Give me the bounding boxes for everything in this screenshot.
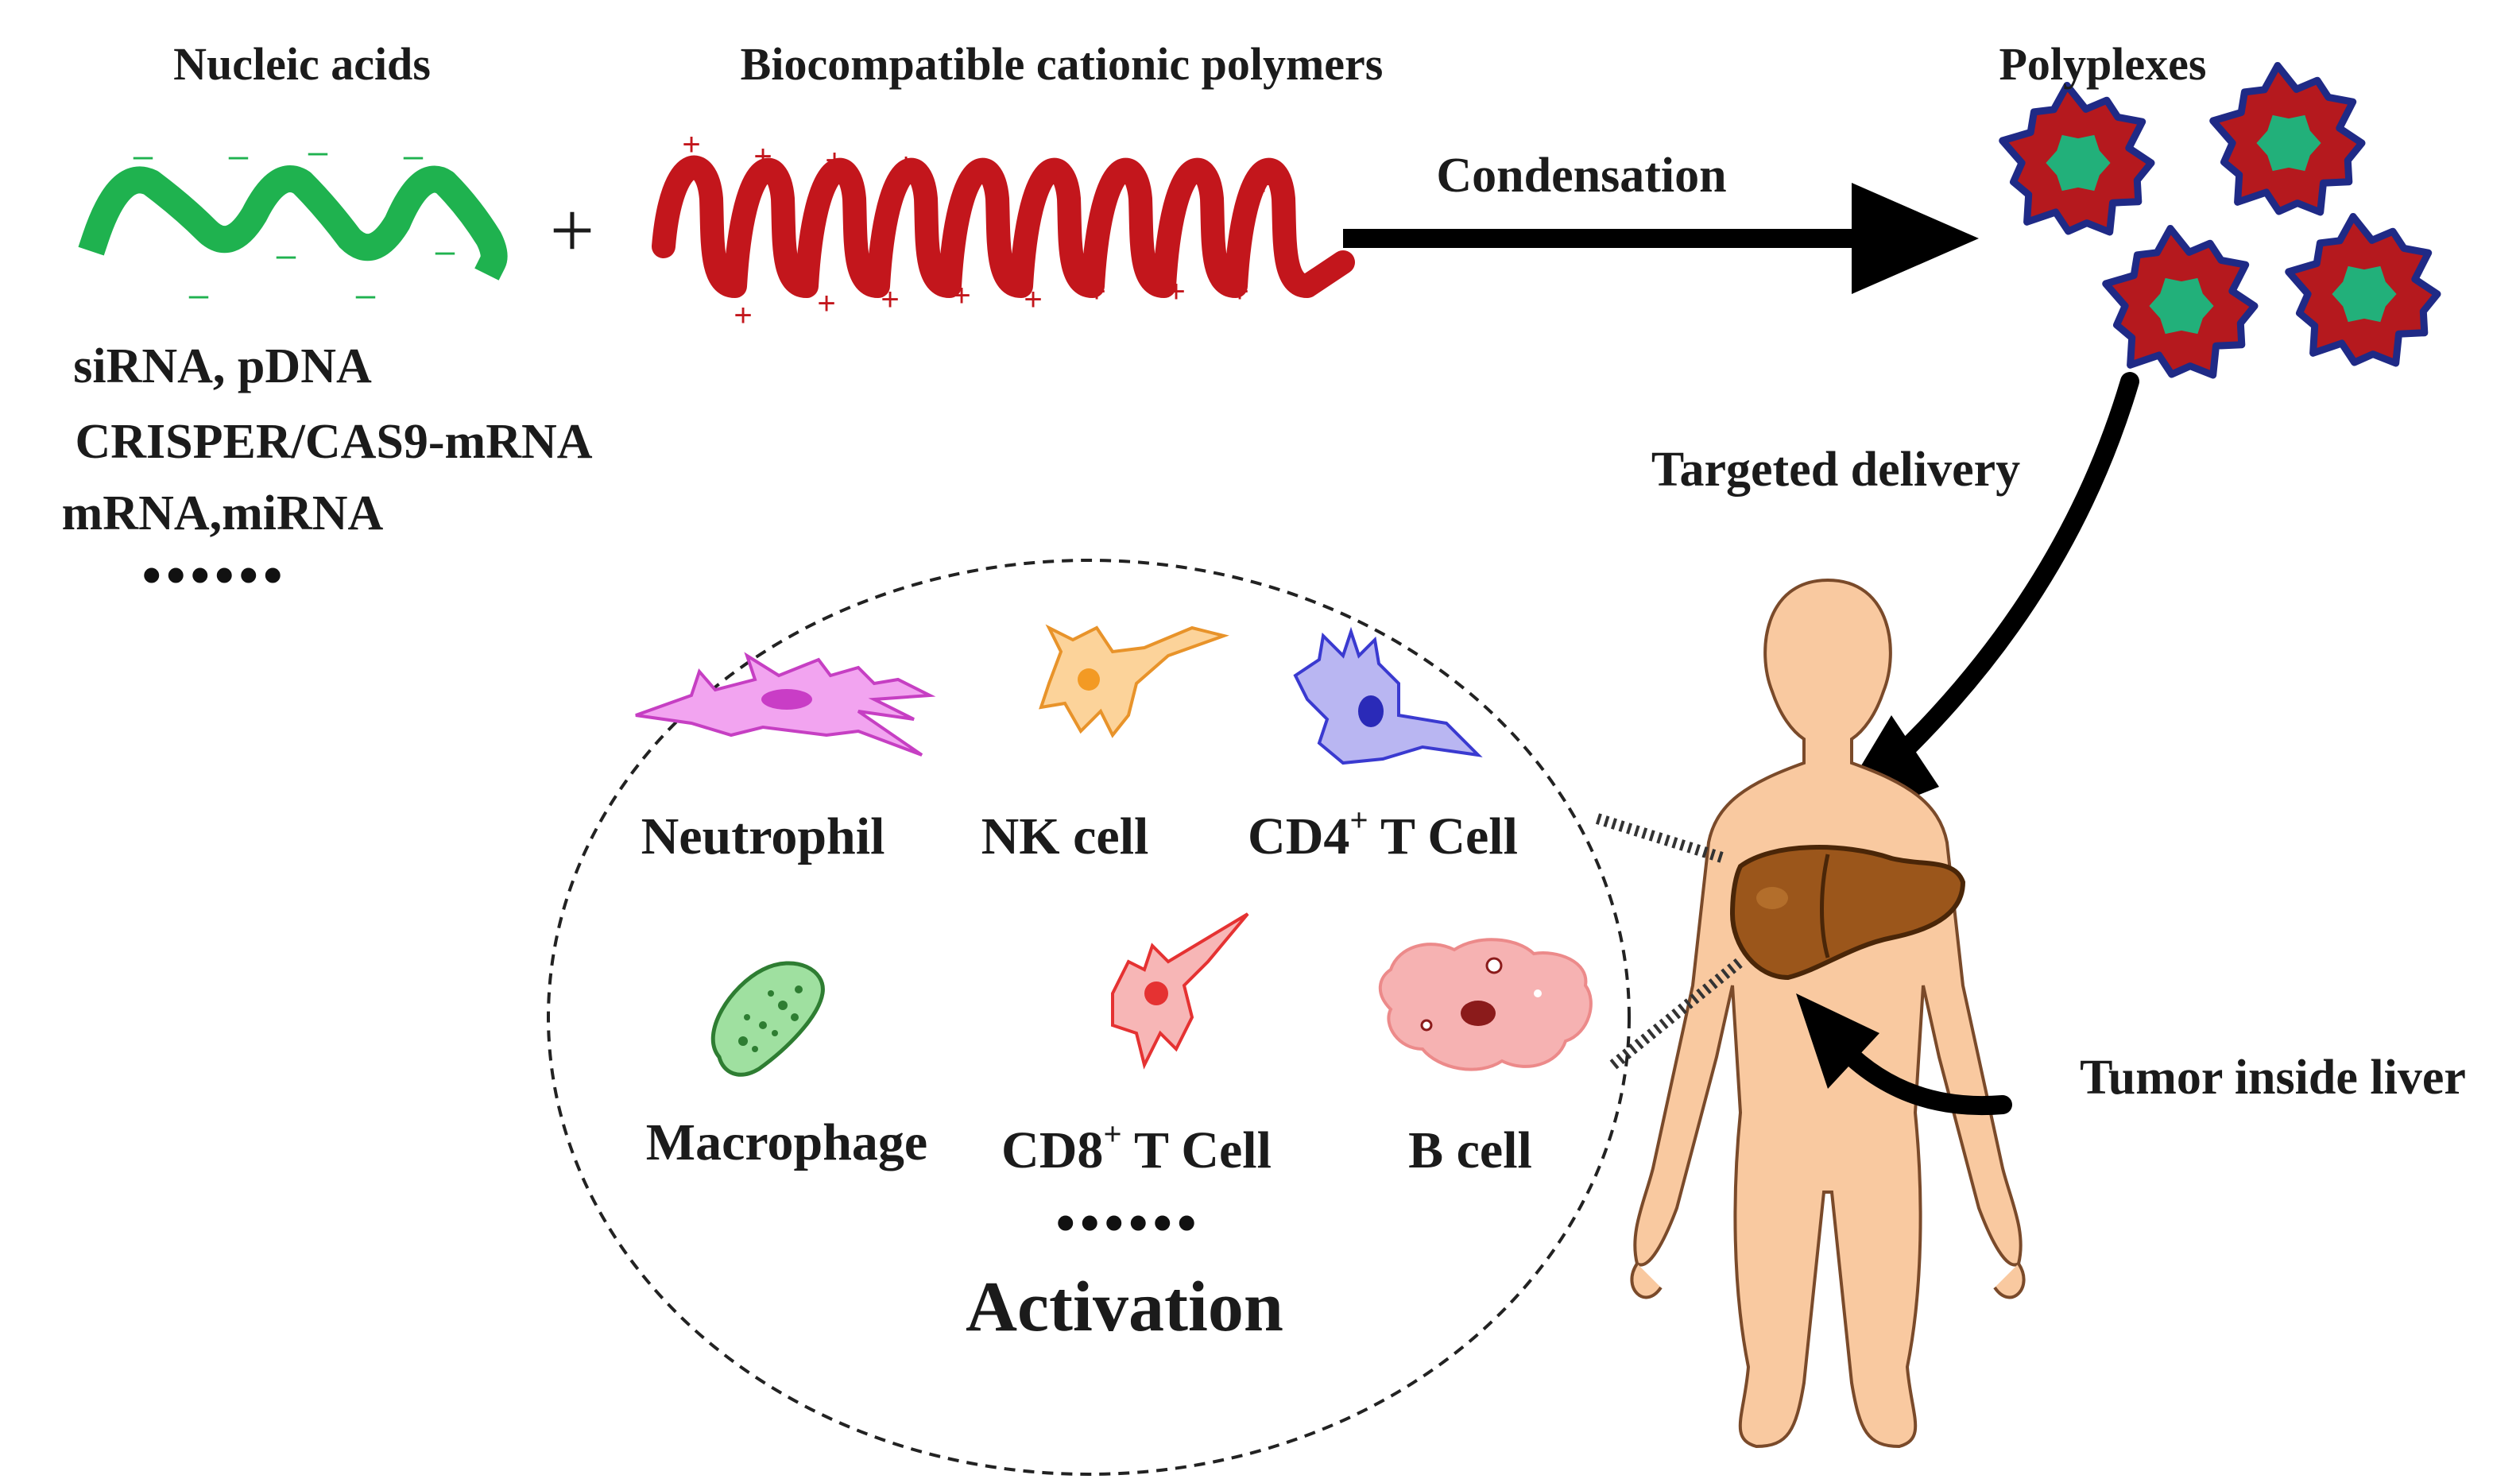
targeted-delivery-label: Targeted delivery xyxy=(1651,443,2021,497)
nucleic-acids-title: Nucleic acids xyxy=(173,38,431,90)
cationic-polymer-coil xyxy=(652,155,1355,298)
positive-charge: + xyxy=(753,139,772,174)
cd8-prefix: CD8 xyxy=(1001,1121,1104,1179)
positive-charge: + xyxy=(881,282,899,317)
negative-charge: – xyxy=(277,235,296,274)
tumor-inside-liver-label: Tumor inside liver xyxy=(2080,1051,2466,1105)
polyplexes-title: Polyplexes xyxy=(1999,38,2207,90)
polyplex-particle xyxy=(2102,225,2259,379)
positive-charge: + xyxy=(1111,163,1129,198)
polyplex-particle xyxy=(1999,82,2155,236)
positive-charge: + xyxy=(682,127,700,162)
polyplex-particles xyxy=(1999,62,2441,379)
positive-charge: + xyxy=(968,155,986,190)
condensation-arrow xyxy=(1343,183,1979,294)
positive-charge: + xyxy=(817,286,835,321)
nk-cell xyxy=(1039,624,1229,738)
cd4-t-cell-label: CD4+ T Cell xyxy=(1248,803,1518,863)
polymers-title: Biocompatible cationic polymers xyxy=(740,38,1384,90)
negative-charge: – xyxy=(134,136,153,175)
condensation-label: Condensation xyxy=(1436,149,1727,203)
list-ellipsis: •••••• xyxy=(141,545,288,606)
plus-operator: + xyxy=(549,186,595,274)
activation-label: Activation xyxy=(966,1268,1283,1346)
positive-charge: + xyxy=(896,147,915,182)
negative-charge: – xyxy=(229,136,249,175)
charge-signs: – – – – – – – – + + + + + + + + + + + + + + + + + xyxy=(134,127,1273,333)
nucleic-acid-strand xyxy=(78,165,508,281)
nucleic-acid-type-item: CRISPER/CAS9-mRNA xyxy=(75,415,593,469)
positive-charge: + xyxy=(1254,167,1272,202)
macrophage-cell xyxy=(710,961,825,1077)
positive-charge: + xyxy=(825,143,843,178)
b-cell-label: B cell xyxy=(1408,1121,1532,1179)
negative-charge: – xyxy=(308,132,328,171)
cd8-t-cell xyxy=(1111,912,1249,1070)
activation-circle xyxy=(547,559,1631,1476)
cd4-t-cell xyxy=(1293,626,1483,765)
positive-charge: + xyxy=(734,298,752,333)
macrophage-label: Macrophage xyxy=(645,1113,928,1171)
neutrophil-label: Neutrophil xyxy=(641,807,885,865)
negative-charge: – xyxy=(435,231,455,270)
cd4-suffix: T Cell xyxy=(1368,807,1518,865)
negative-charge: – xyxy=(356,275,376,314)
nk-cell-label: NK cell xyxy=(981,807,1149,865)
polyplex-particle xyxy=(2285,213,2441,367)
positive-charge: + xyxy=(1039,159,1058,194)
positive-charge: + xyxy=(952,278,970,313)
positive-charge: + xyxy=(1087,274,1105,309)
nucleic-acid-type-item: siRNA, pDNA xyxy=(73,339,372,393)
tumor-pointer-arrow xyxy=(1796,993,2012,1116)
liver-organ xyxy=(1729,845,1966,981)
cd4-prefix: CD4 xyxy=(1248,807,1350,865)
neutrophil-cell xyxy=(635,652,936,757)
cd4-superscript: + xyxy=(1349,802,1368,838)
cell-list-ellipsis: •••••• xyxy=(1055,1193,1202,1254)
positive-charge: + xyxy=(1183,163,1201,198)
negative-charge: – xyxy=(404,136,424,175)
b-cell xyxy=(1378,938,1593,1071)
polyplex-particle xyxy=(2209,62,2366,216)
nucleic-acid-type-item: mRNA,miRNA xyxy=(61,486,384,540)
zoom-connector-lines xyxy=(1595,813,1744,1070)
cd8-superscript: + xyxy=(1103,1116,1122,1152)
positive-charge: + xyxy=(1167,274,1185,309)
cd8-t-cell-label: CD8+ T Cell xyxy=(1001,1117,1272,1177)
positive-charge: + xyxy=(1230,274,1248,309)
negative-charge: – xyxy=(189,275,209,314)
cd8-suffix: T Cell xyxy=(1121,1121,1272,1179)
positive-charge: + xyxy=(1024,282,1042,317)
